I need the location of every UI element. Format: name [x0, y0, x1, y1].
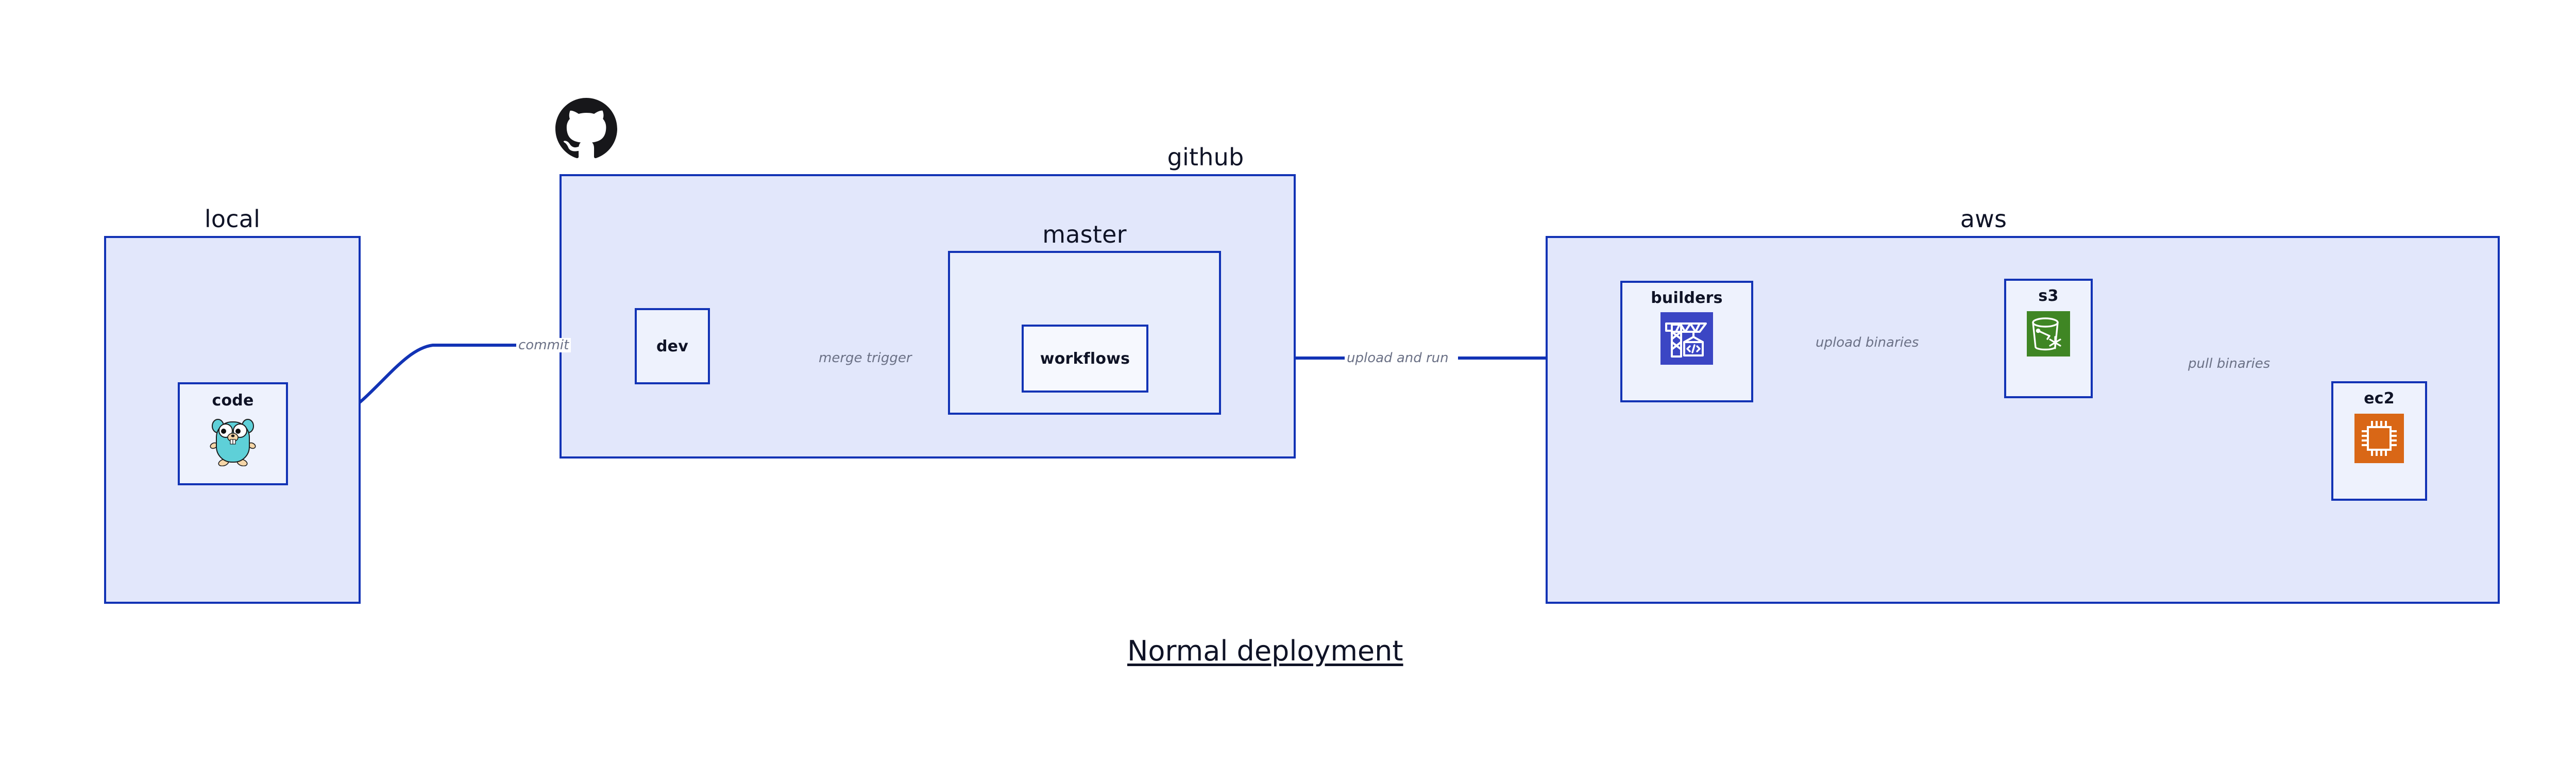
crane-code-icon — [1660, 312, 1713, 367]
node-ec2[interactable]: ec2 — [2331, 381, 2427, 501]
group-label-github: github — [1167, 143, 1244, 171]
edge-label-pull-binaries: pull binaries — [2188, 356, 2270, 371]
node-code[interactable]: code — [178, 382, 288, 485]
edge-label-merge-trigger: merge trigger — [819, 350, 912, 366]
node-label-code: code — [212, 392, 254, 410]
edge-label-commit: commit — [516, 338, 571, 352]
node-builders[interactable]: builders — [1620, 281, 1753, 402]
github-octocat-logo — [555, 98, 617, 162]
edge-label-upload-and-run: upload and run — [1345, 351, 1451, 365]
go-gopher-icon — [209, 415, 257, 468]
node-label-workflows: workflows — [1040, 349, 1130, 368]
node-dev[interactable]: dev — [635, 308, 710, 384]
page-title: Normal deployment — [1127, 635, 1403, 667]
node-workflows[interactable]: workflows — [1022, 325, 1148, 393]
node-label-dev: dev — [656, 337, 688, 355]
edge-label-upload-binaries: upload binaries — [1816, 335, 1919, 350]
s3-bucket-icon — [2027, 311, 2070, 359]
cpu-chip-icon — [2354, 414, 2404, 465]
node-label-ec2: ec2 — [2364, 389, 2395, 408]
node-label-builders: builders — [1651, 289, 1723, 307]
group-label-local: local — [204, 205, 261, 233]
node-s3[interactable]: s3 — [2004, 279, 2093, 398]
node-label-s3: s3 — [2038, 287, 2059, 305]
subgroup-label-master: master — [1042, 220, 1127, 248]
group-label-aws: aws — [1960, 205, 2007, 233]
